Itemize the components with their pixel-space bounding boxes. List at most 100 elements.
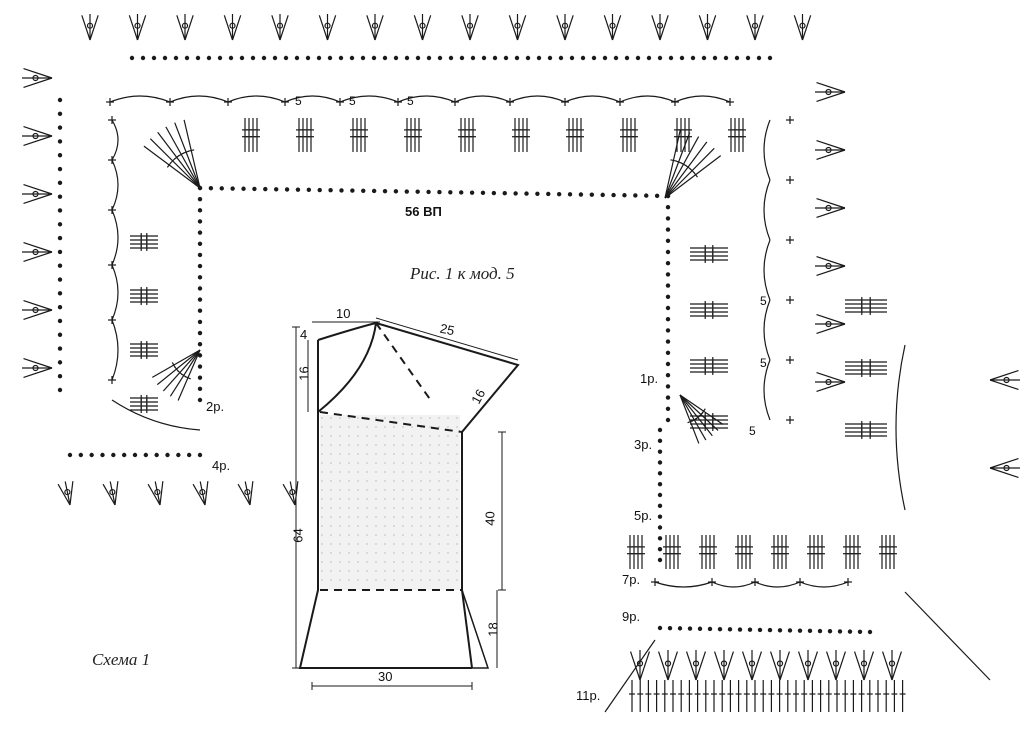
row-label-2: 2р. xyxy=(206,399,225,414)
mesh-dot xyxy=(393,543,395,545)
mesh-dot xyxy=(438,534,440,536)
shell-stitch xyxy=(223,15,234,41)
chain-stitch-dot xyxy=(469,190,475,195)
chain-stitch-dot xyxy=(448,55,454,61)
picot-ring xyxy=(134,22,141,29)
mesh-dot xyxy=(357,525,359,527)
chain-stitch-dot xyxy=(847,629,853,634)
chain-arch xyxy=(763,299,771,361)
chain-stitch-dot xyxy=(57,373,63,379)
chain-stitch-dot xyxy=(306,187,312,193)
shell-stitch xyxy=(289,481,296,506)
mesh-dot xyxy=(402,525,404,527)
chain-stitch-dot xyxy=(525,55,531,61)
mesh-dot xyxy=(366,570,368,572)
shell-stitch xyxy=(199,481,206,506)
chain-stitch-dot xyxy=(57,153,63,158)
mesh-dot xyxy=(447,435,449,437)
treble-stitch xyxy=(177,349,201,401)
chain-stitch-dot xyxy=(712,55,718,61)
mesh-dot xyxy=(429,570,431,572)
mesh-dot xyxy=(384,552,386,554)
picot-ring xyxy=(514,22,521,29)
picot-ring xyxy=(825,204,832,212)
mesh-dot xyxy=(366,444,368,446)
shell-stitch xyxy=(154,481,161,506)
mesh-dot xyxy=(393,516,395,518)
mesh-dot xyxy=(447,489,449,491)
chain-stitch-dot xyxy=(57,97,63,103)
shell-stitch xyxy=(159,481,164,506)
mesh-dot xyxy=(330,498,332,500)
chain-stitch-dot xyxy=(491,190,497,196)
chain-stitch-dot xyxy=(665,417,671,423)
chain-stitch-dot xyxy=(284,187,290,192)
chain-stitch-dot xyxy=(611,192,616,198)
mesh-dot xyxy=(366,489,368,491)
shell-stitch xyxy=(23,135,53,147)
chain-stitch-dot xyxy=(426,189,431,195)
mesh-dot xyxy=(339,426,341,428)
mesh-dot xyxy=(321,543,323,545)
mesh-dot xyxy=(384,570,386,572)
chain-stitch-dot xyxy=(197,386,203,392)
chain-arch xyxy=(339,95,399,103)
chain-stitch-dot xyxy=(111,452,116,458)
mesh-dot xyxy=(357,417,359,419)
treble-bar xyxy=(171,362,176,368)
chain-stitch-dot xyxy=(657,525,663,530)
treble-stitch xyxy=(162,349,201,392)
chain-stitch-dot xyxy=(437,55,443,61)
chain-stitch-dot xyxy=(591,55,597,61)
mesh-dot xyxy=(456,498,458,500)
mesh-dot xyxy=(429,561,431,563)
mesh-dot xyxy=(348,570,350,572)
dim-total-length: 64 xyxy=(290,528,306,543)
chain-stitch-dot xyxy=(239,55,245,61)
chain-stitch-dot xyxy=(657,481,663,487)
mesh-dot xyxy=(438,462,440,464)
mesh-dot xyxy=(384,480,386,482)
chain-stitch-dot xyxy=(57,180,63,186)
mesh-dot xyxy=(375,498,377,500)
mesh-dot xyxy=(357,552,359,554)
chain-stitch-dot xyxy=(723,55,729,61)
mesh-dot xyxy=(348,480,350,482)
mesh-dot xyxy=(393,534,395,536)
mesh-dot xyxy=(375,426,377,428)
chain-stitch-dot xyxy=(197,241,203,246)
chain-stitch-dot xyxy=(665,238,671,243)
chain-stitch-dot xyxy=(665,350,671,355)
picot-ring xyxy=(32,364,39,372)
picot-ring xyxy=(32,190,39,198)
shell-stitch xyxy=(603,15,614,41)
shell-stitch xyxy=(23,125,53,137)
shell-stitch xyxy=(184,15,194,41)
chain-arch xyxy=(509,95,566,103)
chain-stitch-dot xyxy=(665,406,671,411)
mesh-dot xyxy=(393,570,395,572)
shell-stitch xyxy=(807,651,819,681)
shell-stitch xyxy=(881,651,893,681)
mesh-dot xyxy=(411,570,413,572)
dim-line-shoulder xyxy=(375,317,519,361)
edge-line xyxy=(604,639,656,713)
mesh-dot xyxy=(402,462,404,464)
chain-stitch-dot xyxy=(317,187,322,193)
mesh-dot xyxy=(393,435,395,437)
shell-stitch xyxy=(989,369,1019,381)
shell-stitch xyxy=(639,651,651,681)
mesh-dot xyxy=(456,552,458,554)
mesh-dot xyxy=(384,426,386,428)
mesh-dot xyxy=(429,507,431,509)
shell-stitch xyxy=(282,483,296,506)
mesh-dot xyxy=(330,570,332,572)
shell-stitch xyxy=(244,481,251,506)
mesh-dot xyxy=(429,498,431,500)
chain-stitch-dot xyxy=(208,185,214,191)
mesh-dot xyxy=(339,516,341,518)
mesh-dot xyxy=(384,435,386,437)
mesh-dot xyxy=(330,507,332,509)
chain-stitch-dot xyxy=(371,55,377,61)
chain-stitch-dot xyxy=(338,55,344,61)
